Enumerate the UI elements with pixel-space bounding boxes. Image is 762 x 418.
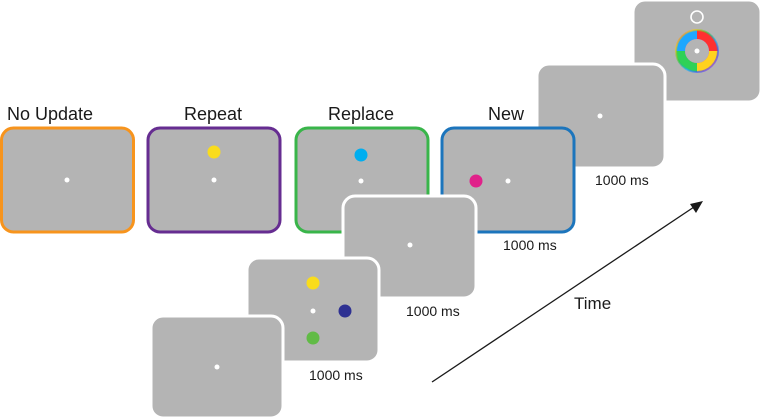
duration-delay-2: 1000 ms — [595, 172, 649, 188]
fixation-dot — [211, 177, 217, 183]
fixation-dot — [358, 178, 364, 184]
time-arrow — [431, 201, 703, 383]
label-replace: Replace — [328, 104, 395, 124]
fixation-dot — [694, 48, 700, 54]
fixation-dot — [64, 177, 70, 183]
blue-item-dot — [338, 304, 352, 318]
response-probe-circle — [690, 10, 704, 24]
duration-delay-1: 1000 ms — [406, 303, 460, 319]
fixation-dot — [597, 113, 603, 119]
update-screen-no-update — [0, 126, 135, 234]
green-item-dot — [306, 331, 320, 345]
cyan-item-dot — [354, 148, 368, 162]
magenta-item-dot — [469, 174, 483, 188]
arrow-head-icon — [690, 201, 703, 213]
duration-update: 1000 ms — [503, 237, 557, 253]
label-repeat: Repeat — [184, 104, 243, 124]
fixation-dot — [407, 242, 413, 248]
time-label: Time — [574, 294, 612, 313]
yellow-item-dot — [306, 276, 320, 290]
fixation-dot — [214, 364, 220, 370]
fixation-dot — [505, 178, 511, 184]
label-no-update: No Update — [7, 104, 94, 124]
duration-memory-array: 1000 ms — [309, 367, 363, 383]
yellow-item-dot — [207, 145, 221, 159]
update-screen-repeat — [146, 126, 282, 234]
fixation-dot — [310, 308, 316, 314]
fixation-screen — [149, 314, 285, 418]
label-new: New — [488, 104, 525, 124]
